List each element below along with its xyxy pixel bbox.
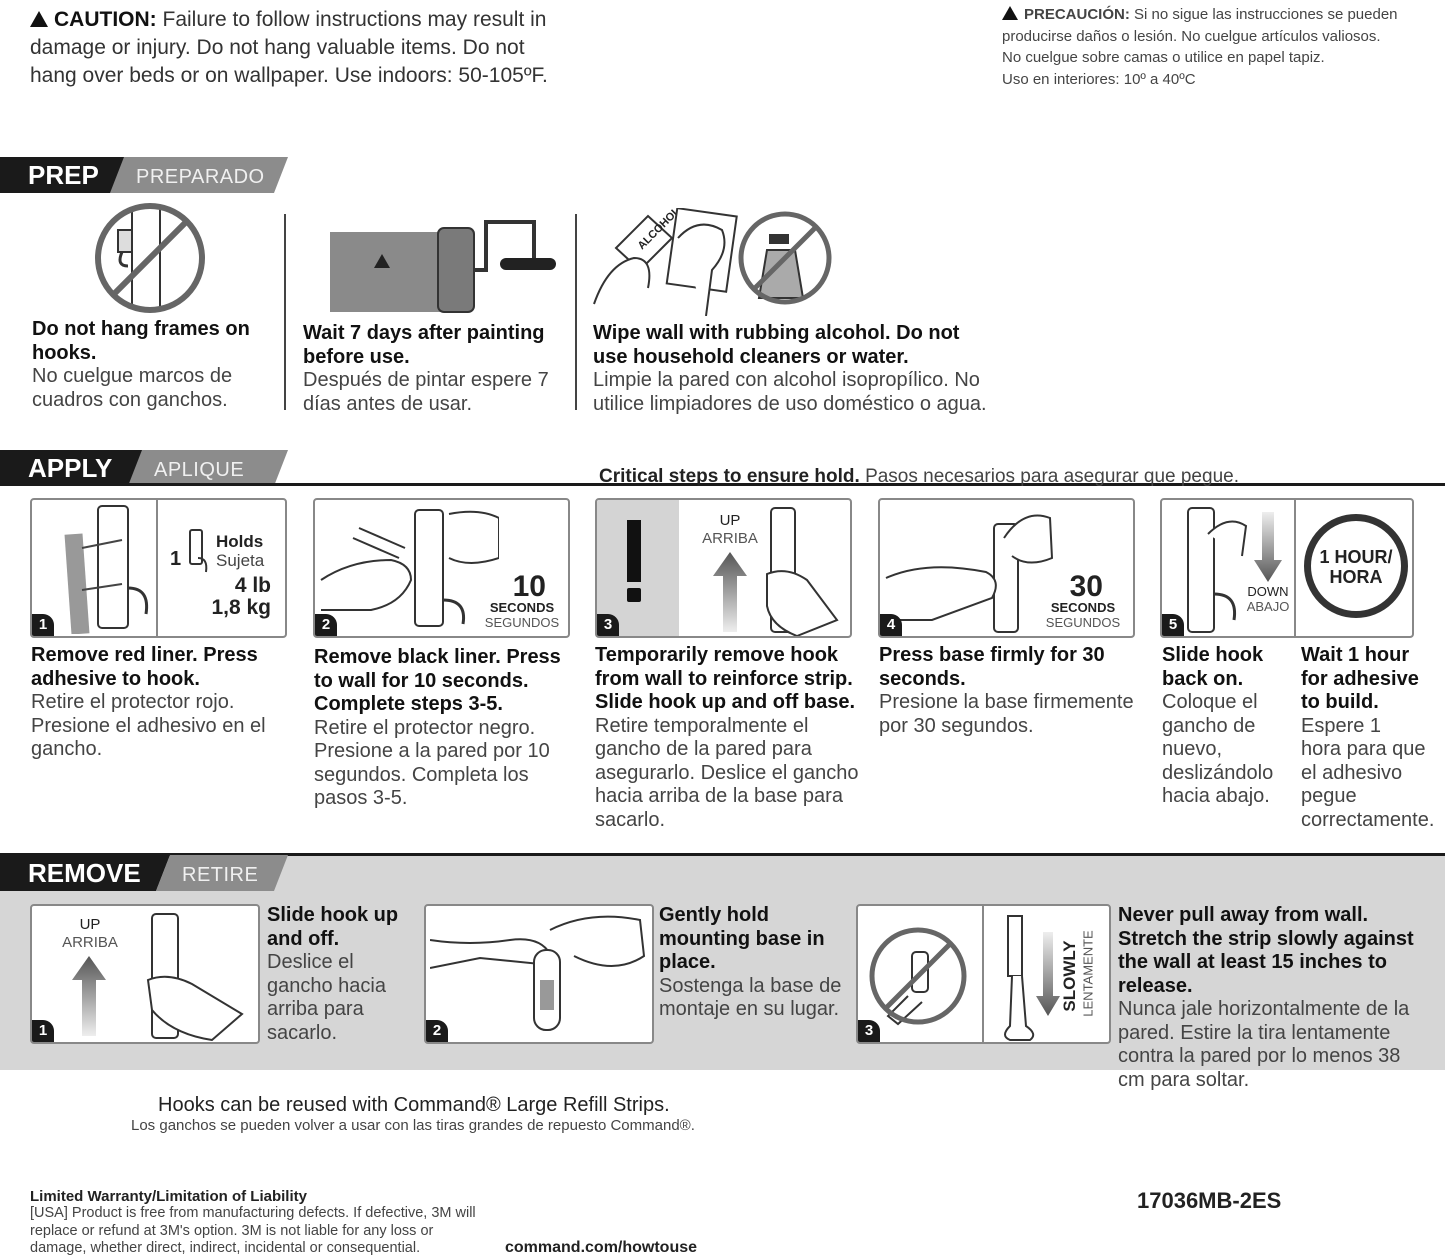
step-number: 4 [880, 614, 902, 636]
caution-label-es: PRECAUCIÓN: [1024, 6, 1130, 23]
paint-roller-illustration [330, 220, 556, 313]
apply-step-2-illustration: 10 SECONDS SEGUNDOS 2 [313, 498, 570, 638]
hook-icon [189, 529, 208, 573]
remove-step-1-illustration: UP ARRIBA 1 [30, 904, 260, 1044]
arrow-down-icon [1254, 512, 1282, 582]
caution-label: CAUTION: [54, 8, 157, 31]
no-pull-icon [869, 927, 967, 1026]
remove-step-2-illustration: 2 [424, 904, 654, 1044]
critical-steps-note: Critical steps to ensure hold. Pasos nec… [599, 466, 1239, 487]
prep-header: PREP PREPARADO [0, 157, 290, 193]
apply-header: APPLY APLIQUE [0, 450, 290, 486]
remove-title-es: RETIRE [156, 855, 288, 891]
warranty-title: Limited Warranty/Limitation of Liability [30, 1188, 307, 1205]
divider [284, 214, 286, 410]
apply-step-4-illustration: 30 SECONDS SEGUNDOS 4 [878, 498, 1135, 638]
apply-step-wait: Wait 1 hour for adhesive to build. Esper… [1301, 644, 1435, 831]
apply-step-5: Slide hook back on. Coloque el gancho de… [1162, 644, 1274, 807]
alcohol-wipe-illustration: ALCOHOL [593, 208, 738, 316]
apply-step-5-illustration: DOWN ABAJO 1 HOUR/ HORA 5 [1160, 498, 1414, 638]
step-number: 1 [32, 614, 54, 636]
arrow-up-icon [72, 956, 106, 1036]
remove-step-2: Gently hold mounting base in place. Sost… [659, 904, 842, 1020]
caution-body: Failure to follow instructions may resul… [30, 8, 548, 87]
apply-title: APPLY [0, 450, 144, 486]
prep-step-2: Wait 7 days after painting before use. D… [303, 322, 549, 415]
prep-title: PREP [0, 157, 126, 193]
reuse-note-en: Hooks can be reused with Command® Large … [158, 1094, 670, 1116]
step-number: 2 [315, 614, 337, 636]
step-number: 3 [597, 614, 619, 636]
prep-title-es: PREPARADO [110, 157, 288, 193]
prep-step-1: Do not hang frames on hooks. No cuelgue … [32, 318, 250, 411]
clock-icon: 1 HOUR/ HORA [1304, 514, 1408, 618]
remove-step-1: Slide hook up and off. Deslice el gancho… [267, 904, 399, 1044]
howtouse-link[interactable]: command.com/howtouse [505, 1239, 698, 1256]
warning-icon [30, 11, 48, 27]
apply-step-1-illustration: 1 Holds Sujeta 4 lb 1,8 kg 1 [30, 498, 287, 638]
divider [575, 214, 577, 410]
apply-step-4: Press base firmly for 30 seconds. Presio… [879, 644, 1134, 737]
warning-icon [1002, 6, 1018, 20]
step-number: 1 [32, 1020, 54, 1042]
apply-rule [0, 483, 1445, 486]
remove-header: REMOVE RETIRE [0, 855, 290, 891]
step-number: 2 [426, 1020, 448, 1042]
arrow-down-icon [1036, 932, 1060, 1016]
reuse-note-es: Los ganchos se pueden volver a usar con … [131, 1117, 695, 1134]
caution-text-es: PRECAUCIÓN: Si no sigue las instruccione… [1002, 6, 1398, 88]
remove-step-3: Never pull away from wall. Stretch the s… [1118, 904, 1414, 1091]
remove-title: REMOVE [0, 855, 170, 891]
apply-step-1: Remove red liner. Press adhesive to hook… [31, 644, 266, 760]
apply-step-3-illustration: UP ARRIBA 3 [595, 498, 852, 638]
prep-step-3: Wipe wall with rubbing alcohol. Do not u… [593, 322, 987, 415]
remove-rule [0, 853, 1445, 856]
no-frames-illustration [95, 203, 205, 313]
arrow-up-icon [713, 552, 747, 632]
step-number: 5 [1162, 614, 1184, 636]
apply-step-3: Temporarily remove hook from wall to rei… [595, 644, 859, 831]
prep-rule [0, 190, 110, 193]
apply-title-es: APLIQUE [128, 450, 288, 486]
remove-step-3-illustration: SLOWLY LENTAMENTE 3 [856, 904, 1111, 1044]
apply-step-2: Remove black liner. Press to wall for 10… [314, 646, 561, 809]
step-number: 3 [858, 1020, 880, 1042]
caution-text-en: CAUTION: Failure to follow instructions … [30, 6, 570, 90]
warranty-text: [USA] Product is free from manufacturing… [30, 1205, 476, 1256]
product-code: 17036MB-2ES [1137, 1188, 1282, 1213]
no-cleaner-icon [738, 211, 832, 305]
